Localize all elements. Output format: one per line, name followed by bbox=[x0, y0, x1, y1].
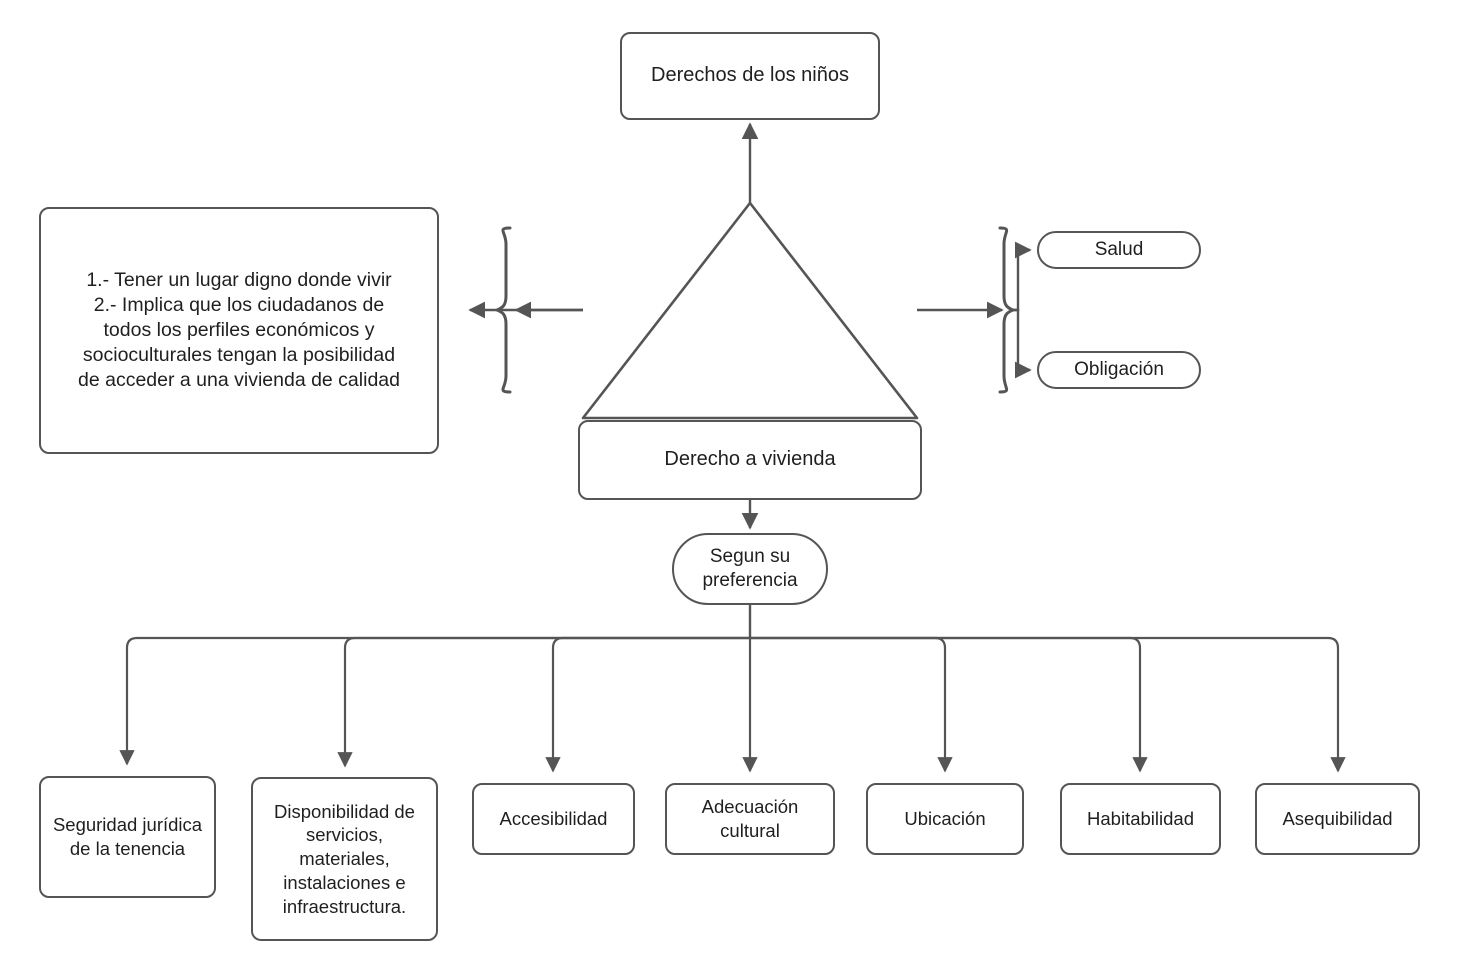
node-habitabilidad[interactable]: Habitabilidad bbox=[1060, 783, 1221, 855]
node-label: Adecuación cultural bbox=[701, 796, 799, 841]
edge-bus-to-leaf-6 bbox=[750, 636, 1346, 773]
node-label: Habitabilidad bbox=[1087, 808, 1194, 830]
node-adecuacion-cultural[interactable]: Adecuación cultural bbox=[665, 783, 835, 855]
node-label: Ubicación bbox=[904, 808, 986, 830]
node-label: Disponibilidad de servicios, materiales,… bbox=[274, 800, 415, 917]
node-derechos-de-los-ninos[interactable]: Derechos de los niños bbox=[620, 32, 880, 120]
node-seguridad-juridica[interactable]: Seguridad jurídica de la tenencia bbox=[39, 776, 216, 898]
edge-bus-to-leaf-0 bbox=[119, 636, 750, 766]
node-label: Derecho a vivienda bbox=[664, 448, 836, 471]
edge-bus-to-leaf-2 bbox=[545, 636, 750, 773]
edge-brace-to-obligacion bbox=[1013, 308, 1032, 379]
node-salud[interactable]: Salud bbox=[1037, 231, 1201, 269]
edge-bus-to-leaf-5 bbox=[750, 636, 1148, 773]
triangle-shape bbox=[581, 201, 919, 420]
node-label: Obligación bbox=[1074, 358, 1164, 380]
node-derecho-a-vivienda[interactable]: Derecho a vivienda bbox=[578, 420, 922, 500]
node-disponibilidad-servicios[interactable]: Disponibilidad de servicios, materiales,… bbox=[251, 777, 438, 941]
edge-bus-to-leaf-1 bbox=[337, 636, 750, 768]
node-accesibilidad[interactable]: Accesibilidad bbox=[472, 783, 635, 855]
node-label: 1.- Tener un lugar digno donde vivir 2.-… bbox=[78, 269, 400, 391]
right-brace bbox=[998, 226, 1018, 394]
node-obligacion[interactable]: Obligación bbox=[1037, 351, 1201, 389]
node-label: Asequibilidad bbox=[1282, 808, 1393, 830]
edge-brace-to-salud bbox=[1013, 241, 1032, 312]
node-label: Accesibilidad bbox=[499, 808, 608, 830]
node-label: Segun su preferencia bbox=[702, 545, 798, 591]
node-label: Seguridad jurídica de la tenencia bbox=[52, 814, 203, 859]
edge-bus-to-leaf-4 bbox=[750, 636, 953, 773]
node-description-box[interactable]: 1.- Tener un lugar digno donde vivir 2.-… bbox=[39, 207, 439, 454]
node-asequibilidad[interactable]: Asequibilidad bbox=[1255, 783, 1420, 855]
node-label: Derechos de los niños bbox=[651, 64, 849, 87]
node-label: Salud bbox=[1094, 238, 1144, 260]
left-brace bbox=[492, 226, 512, 394]
node-segun-su-preferencia[interactable]: Segun su preferencia bbox=[672, 533, 828, 605]
node-ubicacion[interactable]: Ubicación bbox=[866, 783, 1024, 855]
